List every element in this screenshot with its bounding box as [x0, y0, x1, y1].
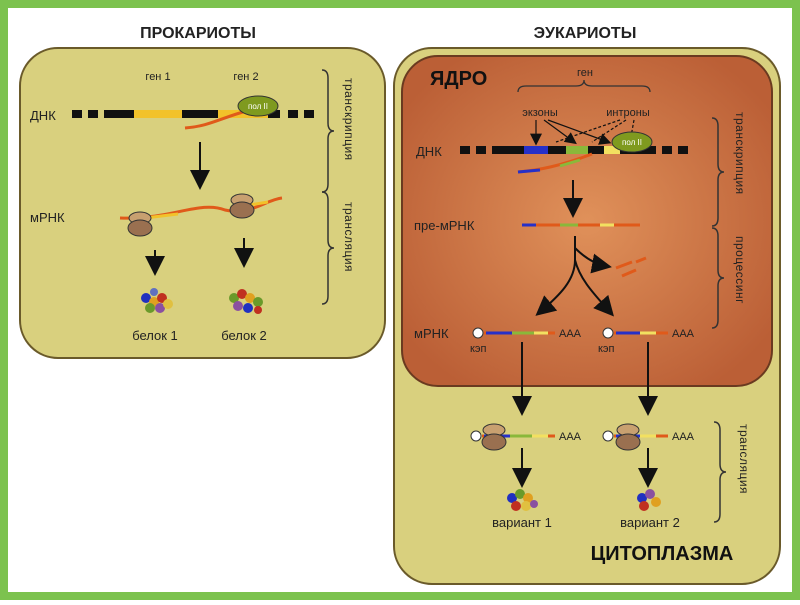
euk-nascent-exon1 [517, 168, 541, 174]
euk-translation-stage: трансляция [737, 424, 751, 494]
prokaryote-mrna-label: мРНК [30, 210, 65, 225]
prokaryotes-title: ПРОКАРИОТЫ [140, 25, 256, 42]
gene1-segment [134, 110, 182, 118]
prokaryote-cell [19, 47, 386, 359]
cap-2-icon [602, 327, 614, 339]
exon-pointer-lines [530, 119, 635, 146]
ribosome-2-icon [229, 193, 255, 219]
cap-1-label: кэп [470, 343, 487, 355]
gene-label: ген [577, 67, 593, 79]
cap-4-icon [602, 430, 614, 442]
variant1-label: вариант 1 [492, 515, 552, 530]
nucleus [401, 55, 773, 387]
polya-4: AAA [672, 431, 695, 443]
euk-processing-stage: процессинг [733, 236, 747, 304]
euk-transcription-stage: транскрипция [733, 112, 747, 195]
polya-3: AAA [559, 431, 582, 443]
prokaryote-dna-strand [72, 110, 314, 118]
protein1-icon [141, 288, 173, 313]
eukaryote-dna-strand [460, 146, 688, 154]
dna-exon3 [604, 146, 620, 154]
exons-label: экзоны [522, 107, 558, 119]
arrow-introns-removed [574, 247, 612, 274]
polymerase-prok [237, 95, 279, 117]
polymerase-euk-label: пол II [622, 138, 642, 147]
protein2-label: белок 2 [221, 328, 267, 343]
removed-introns-icon [615, 256, 647, 278]
dna-exon2 [566, 146, 588, 154]
transcription-brace-prok [321, 69, 335, 193]
protein1-label: белок 1 [132, 328, 178, 343]
variant2-protein-icon [637, 489, 661, 511]
cap-1-icon [472, 327, 484, 339]
polymerase-prok-label: пол II [248, 102, 268, 111]
translation-brace-euk [713, 421, 727, 523]
processing-brace [711, 227, 725, 329]
prok-translation-stage: трансляция [342, 202, 356, 272]
prokaryote-dna-label: ДНК [30, 108, 56, 123]
cap-3-icon [470, 430, 482, 442]
protein2-icon [229, 289, 263, 314]
ribosome-4-icon [615, 423, 641, 451]
gene2-segment [218, 110, 268, 118]
dna-exon1 [524, 146, 548, 154]
euk-nascent-exon2 [559, 158, 581, 168]
variant1-protein-icon [507, 489, 538, 511]
gene2-label: ген 2 [233, 71, 258, 83]
translation-brace-prok [321, 191, 335, 305]
transcription-brace-euk [711, 117, 725, 227]
ribosome-3-icon [481, 423, 507, 451]
pre-mrna-label: пре-мРНК [414, 218, 475, 233]
gene1-label: ген 1 [145, 71, 170, 83]
polya-1: AAA [559, 328, 582, 340]
eukaryote-mrna-label: мРНК [414, 326, 449, 341]
eukaryote-dna-label: ДНК [416, 144, 442, 159]
polya-2: AAA [672, 328, 695, 340]
variant2-label: вариант 2 [620, 515, 680, 530]
nucleus-label: ЯДРО [430, 68, 487, 90]
cytoplasm-label: ЦИТОПЛАЗМА [591, 543, 734, 565]
polymerase-euk [611, 131, 653, 153]
arrow-splice-variant2 [574, 259, 614, 317]
eukaryotes-title: ЭУКАРИОТЫ [534, 25, 637, 42]
prok-transcription-stage: транскрипция [342, 78, 356, 161]
introns-label: интроны [606, 107, 650, 119]
gene-brace [517, 79, 651, 93]
cap-2-label: кэп [598, 343, 615, 355]
ribosome-1-icon [127, 211, 153, 237]
